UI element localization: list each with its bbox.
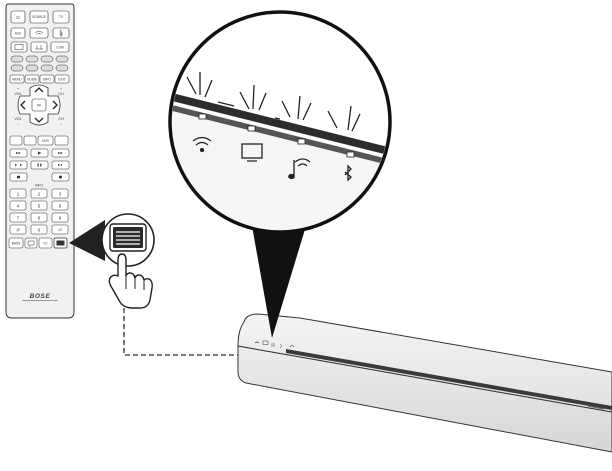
svg-text:8: 8 xyxy=(38,216,41,221)
music-wifi-icon xyxy=(288,158,311,180)
bass-key[interactable]: BASS xyxy=(8,237,24,249)
magnifier-callout xyxy=(168,10,392,338)
com-key[interactable]: COM xyxy=(50,41,70,53)
svg-text:DVR: DVR xyxy=(42,139,49,143)
soundbar xyxy=(237,313,612,453)
settings-menu-icon xyxy=(109,223,147,252)
color-keys[interactable] xyxy=(10,55,69,72)
power-key[interactable]: ⏻ xyxy=(10,10,26,24)
playback-keys-top[interactable]: DVR xyxy=(9,135,69,146)
svg-text:INFO: INFO xyxy=(43,78,51,82)
svg-text:⏻: ⏻ xyxy=(16,15,20,20)
bluetooth-icon xyxy=(344,164,352,182)
remote-control: ⏻ SOURCE TV AUX xyxy=(5,3,75,319)
svg-text:6: 6 xyxy=(59,204,62,209)
remote-brand-logo: BOSE xyxy=(30,293,51,300)
settings-button-callout xyxy=(69,213,273,356)
aux-key[interactable]: AUX xyxy=(10,27,26,39)
svg-text:4: 4 xyxy=(17,204,20,209)
speech-key[interactable] xyxy=(24,237,38,249)
svg-text:MENU: MENU xyxy=(12,78,22,82)
svg-text:⏎: ⏎ xyxy=(58,228,62,233)
svg-text:BASS: BASS xyxy=(12,242,21,246)
ch-label-top: CH xyxy=(58,92,64,96)
svg-text:GUIDE: GUIDE xyxy=(27,78,37,82)
transport-keys[interactable] xyxy=(9,148,70,182)
menu-row-keys[interactable]: MENU GUIDE INFO EXIT xyxy=(9,74,70,84)
svg-text:COM: COM xyxy=(56,46,64,50)
remote-settings-menu-key[interactable] xyxy=(53,237,68,249)
svg-text:9: 9 xyxy=(59,216,62,221)
soundbar-indicator-icons xyxy=(254,340,295,349)
cc-key[interactable]: CC xyxy=(38,237,53,249)
vol-label-top: VOL xyxy=(14,92,21,96)
svg-text:3: 3 xyxy=(59,192,62,197)
hand-pointer-icon xyxy=(108,253,153,309)
ch-plus-label: + xyxy=(60,87,62,91)
svg-text:EXIT: EXIT xyxy=(58,78,65,82)
svg-text:2: 2 xyxy=(38,192,41,197)
vol-plus-label: + xyxy=(17,87,19,91)
vol-label-bottom: VOL xyxy=(14,117,21,121)
svg-text:↺: ↺ xyxy=(16,228,20,233)
vol-minus-label: − xyxy=(17,123,19,127)
svg-text:1: 1 xyxy=(17,192,20,197)
tv-icon xyxy=(241,143,263,162)
dpad[interactable]: OK xyxy=(17,84,61,126)
ok-key-label: OK xyxy=(37,104,42,108)
numpad-header-label: INFO xyxy=(35,184,43,188)
source-key[interactable]: SOURCE xyxy=(29,10,49,24)
led-indicator-lights xyxy=(198,113,355,158)
svg-text:0: 0 xyxy=(38,228,41,233)
wifi-icon xyxy=(192,136,212,153)
ch-label-bottom: CH xyxy=(58,117,64,121)
number-pad[interactable]: 1 2 3 4 5 6 7 8 9 ↺ 0 ⏎ xyxy=(9,188,69,235)
svg-text:7: 7 xyxy=(17,216,20,221)
game-key[interactable] xyxy=(30,41,48,53)
ch-minus-label: − xyxy=(60,123,62,127)
tv-input-key[interactable] xyxy=(10,41,28,53)
bluetooth-key[interactable] xyxy=(52,27,70,39)
svg-text:AUX: AUX xyxy=(15,32,22,36)
svg-text:TV: TV xyxy=(59,15,64,19)
svg-text:5: 5 xyxy=(38,204,41,209)
svg-text:SOURCE: SOURCE xyxy=(32,15,46,19)
svg-text:CC: CC xyxy=(43,242,48,246)
tv-power-key[interactable]: TV xyxy=(52,10,70,24)
wifi-key[interactable] xyxy=(29,27,49,39)
